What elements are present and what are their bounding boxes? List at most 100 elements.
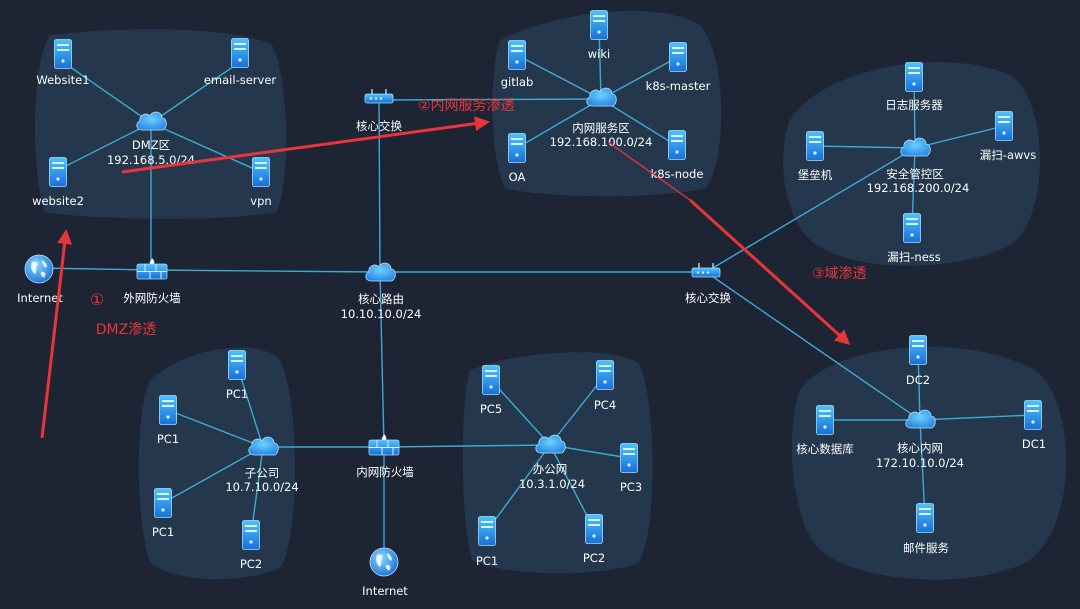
link-switchT-srv [378, 98, 602, 101]
label-core-db: 核心数据库 [796, 442, 854, 456]
server-icon[interactable] [154, 488, 172, 518]
label-internet-bottom: Internet [362, 584, 408, 598]
link-internet-extfw [37, 267, 152, 271]
server-icon[interactable] [252, 157, 270, 187]
label-ext-firewall: 外网防火墙 [123, 291, 181, 305]
label-internet-left: Internet [17, 291, 63, 305]
zone-security [783, 62, 1040, 266]
annotations: ① DMZ渗透 ②内网服务渗透 ③域渗透 [90, 98, 867, 338]
server-icon[interactable] [816, 405, 834, 435]
globe-icon[interactable] [369, 547, 399, 577]
link-intfw-off [383, 444, 551, 448]
label-awvs: 漏扫-awvs [980, 148, 1036, 162]
label-wiki: wiki [588, 47, 610, 61]
link-srv-k8smaster [600, 56, 679, 100]
server-icon[interactable] [508, 40, 526, 70]
server-icon[interactable] [508, 133, 526, 163]
zone-backgrounds [34, 10, 1067, 580]
link-router-intfw [379, 271, 385, 448]
node-labels: Website1 email-server DMZ区 192.168.5.0/2… [17, 47, 1046, 598]
server-icon[interactable] [49, 157, 67, 187]
label-off-pc2: PC2 [583, 551, 605, 565]
server-icon[interactable] [995, 111, 1013, 141]
label-email-server: email-server [204, 73, 277, 87]
label-off-pc1: PC1 [476, 554, 498, 568]
annotation-step3: ③域渗透 [812, 266, 867, 282]
label-gitlab: gitlab [501, 75, 534, 89]
label-ness: 漏扫-ness [887, 250, 941, 264]
label-core-name: 核心内网 [897, 441, 943, 455]
link-dmz-vpn [150, 122, 262, 173]
label-sub-name: 子公司 [245, 466, 280, 480]
label-website2: website2 [32, 194, 84, 208]
server-icon[interactable] [231, 38, 249, 68]
link-off-pc4 [549, 374, 606, 446]
switch-icon[interactable] [691, 262, 721, 278]
server-icon[interactable] [806, 131, 824, 161]
server-icon[interactable] [242, 520, 260, 550]
label-bastion: 堡垒机 [798, 168, 833, 182]
label-core-router: 核心路由 [358, 292, 404, 306]
label-srv-subnet: 192.168.100.0/24 [550, 135, 653, 149]
annotation-step1-number: ① [90, 290, 104, 309]
label-off-name: 办公网 [533, 462, 568, 476]
label-srv-name: 内网服务区 [572, 121, 630, 135]
link-dmz-email [150, 61, 241, 124]
link-sub-pc1left [167, 409, 264, 448]
arrow-step3b [688, 198, 851, 346]
server-icon[interactable] [1024, 400, 1042, 430]
link-srv-oa [516, 98, 602, 149]
server-icon[interactable] [596, 360, 614, 390]
zone-core [791, 346, 1067, 580]
label-k8s-master: k8s-master [646, 79, 711, 93]
link-off-pc5 [490, 379, 551, 446]
link-router-switchT [378, 99, 381, 273]
label-core-switch-right: 核心交换 [685, 291, 731, 305]
zone-subsidiary [138, 347, 295, 580]
firewall-icon[interactable] [368, 434, 400, 456]
link-dmz-website1 [62, 61, 152, 124]
link-extfw-router [150, 269, 381, 273]
arrow-step1 [40, 229, 73, 439]
label-dc2: DC2 [906, 373, 930, 387]
switch-icon[interactable] [364, 88, 394, 104]
firewall-icon[interactable] [136, 258, 168, 280]
server-icon[interactable] [228, 350, 246, 380]
label-sub-pc1-top: PC1 [226, 387, 248, 401]
label-core-router-subnet: 10.10.10.0/24 [341, 307, 422, 321]
server-icon[interactable] [478, 516, 496, 546]
zone-office [462, 352, 653, 574]
arrow-step3a [607, 141, 691, 201]
server-icon[interactable] [916, 503, 934, 533]
cloud-icon[interactable] [365, 262, 396, 282]
server-icon[interactable] [903, 213, 921, 243]
link-dmz-website2 [57, 122, 152, 171]
globe-icon[interactable] [24, 254, 54, 284]
label-sub-subnet: 10.7.10.0/24 [225, 480, 298, 494]
link-sec-awvs [914, 125, 1005, 149]
server-icon[interactable] [669, 42, 687, 72]
label-vpn: vpn [250, 194, 271, 208]
server-icon[interactable] [668, 130, 686, 160]
label-log-server: 日志服务器 [885, 98, 943, 112]
label-sub-pc2: PC2 [240, 557, 262, 571]
label-off-subnet: 10.3.1.0/24 [519, 477, 585, 491]
label-sub-pc1-bottom: PC1 [152, 525, 174, 539]
server-icon[interactable] [909, 335, 927, 365]
label-off-pc5: PC5 [480, 402, 502, 416]
link-sec-bastion [814, 145, 916, 149]
label-sec-name: 安全管控区 [886, 167, 944, 181]
server-icon[interactable] [159, 395, 177, 425]
link-core-dc1 [919, 414, 1034, 421]
server-icon[interactable] [905, 62, 923, 92]
link-switchR-core [705, 271, 921, 421]
label-sub-pc1-left: PC1 [157, 432, 179, 446]
server-icon[interactable] [54, 39, 72, 69]
server-icon[interactable] [620, 443, 638, 473]
server-icon[interactable] [590, 10, 608, 40]
server-icon[interactable] [585, 514, 603, 544]
label-off-pc3: PC3 [620, 480, 642, 494]
server-icon[interactable] [482, 365, 500, 395]
